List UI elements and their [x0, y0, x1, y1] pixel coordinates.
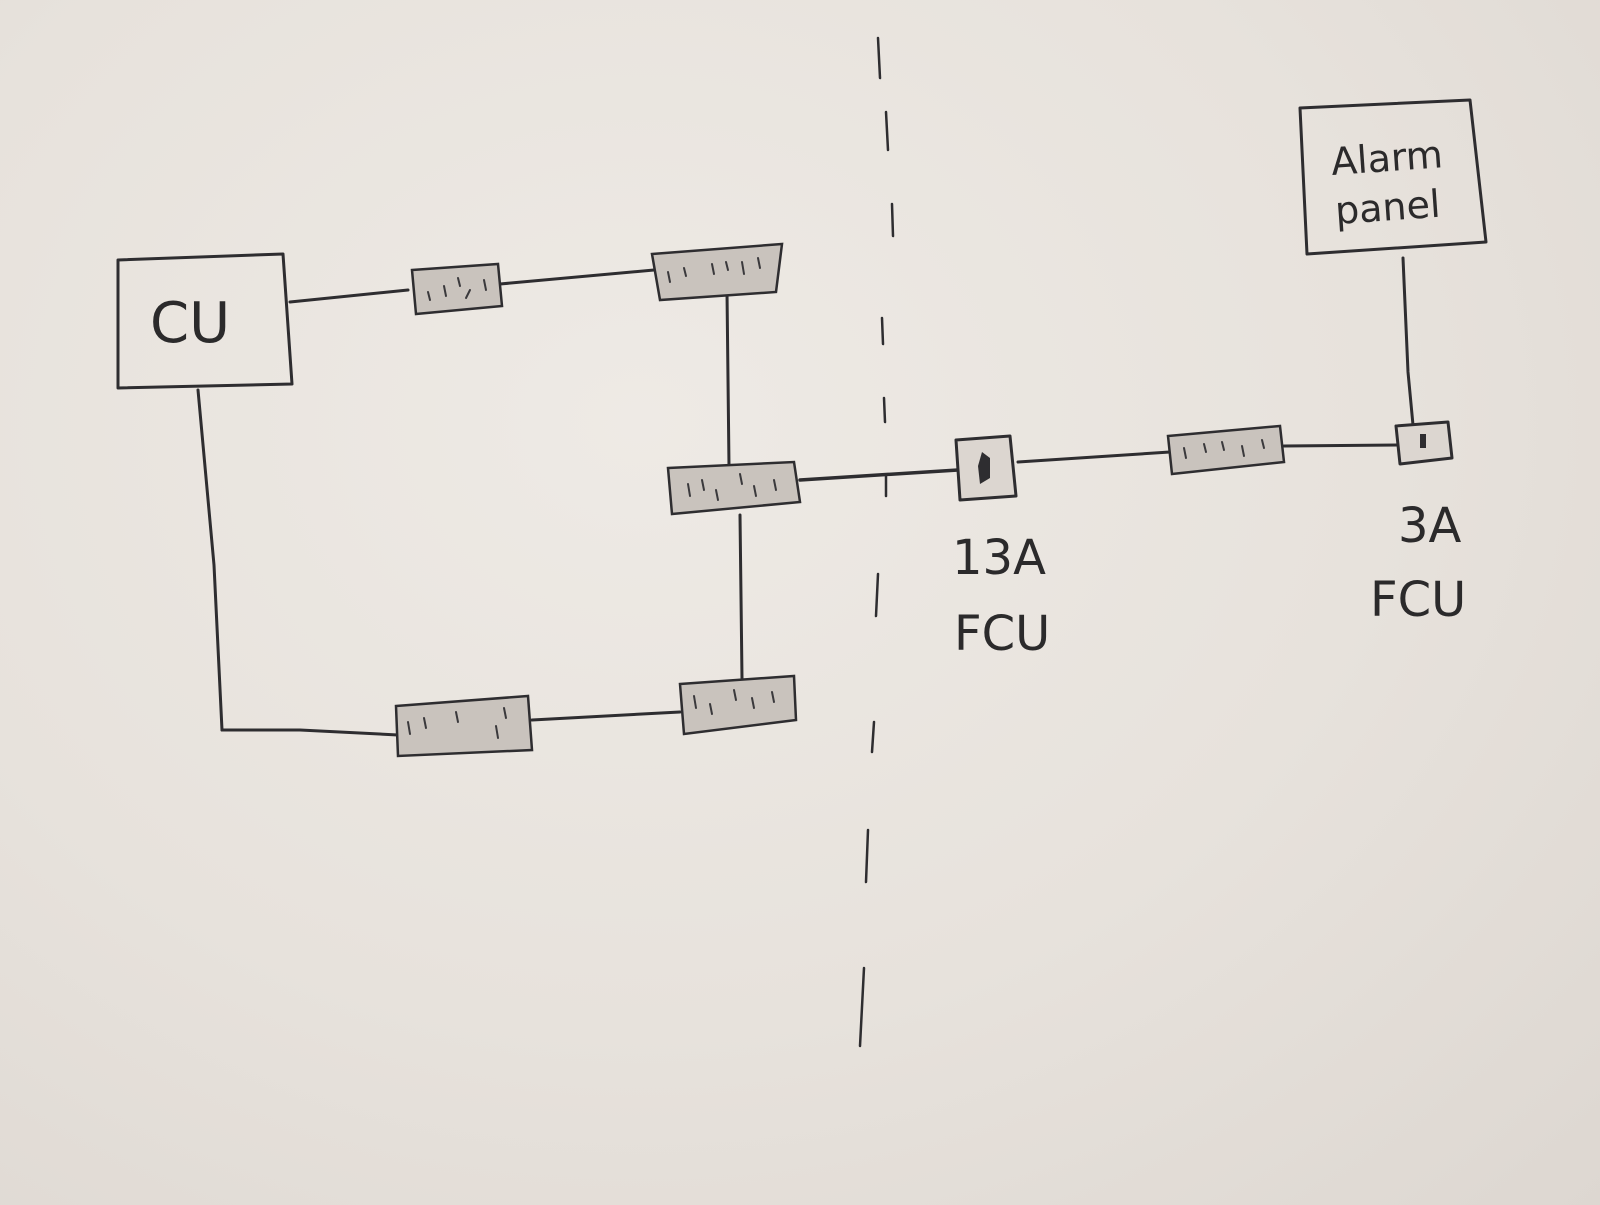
fused-spur-13a: 13A FCU — [952, 434, 1050, 662]
fused-spur-3a-type: FCU — [1370, 572, 1466, 628]
consumer-unit: CU — [116, 252, 294, 390]
socket-outlet-bottom-left — [394, 694, 534, 758]
socket-outlet-bottom-right — [678, 674, 798, 736]
wire-socket-top-left-to-top-right — [498, 268, 656, 286]
socket-outlet-top-right — [650, 242, 784, 302]
socket-outlet-middle — [666, 460, 802, 516]
fused-spur-3a: 3A FCU — [1370, 420, 1466, 628]
wire-socket-middle-to-bottom-right — [738, 513, 744, 680]
ring-circuit-wires — [196, 256, 1415, 737]
alarm-panel: Alarm panel — [1298, 98, 1488, 256]
wire-socket-top-right-to-middle — [725, 290, 731, 468]
alarm-panel-label-line2: panel — [1334, 182, 1442, 233]
wire-13a-fcu-to-socket-right — [1016, 450, 1172, 464]
alarm-panel-box — [1298, 98, 1488, 256]
wire-socket-bottom-left-to-corner — [220, 728, 400, 737]
socket-outlet-top-left — [410, 262, 504, 316]
boundary-dashed-line — [858, 36, 895, 1048]
socket-outlet-right — [1166, 424, 1286, 476]
fused-spur-3a-rating: 3A — [1398, 498, 1462, 554]
wire-socket-middle-to-13a-fcu — [798, 468, 960, 482]
consumer-unit-box — [116, 252, 294, 390]
fused-spur-13a-type: FCU — [954, 606, 1050, 662]
alarm-panel-label-line1: Alarm — [1330, 132, 1445, 184]
wire-cu-to-socket-top-left — [288, 288, 410, 304]
consumer-unit-label: CU — [150, 291, 230, 356]
wire-socket-right-to-3a-fcu — [1282, 443, 1400, 448]
wire-corner-to-cu — [196, 388, 224, 732]
fused-spur-13a-rating: 13A — [952, 530, 1046, 586]
wire-3a-fcu-to-alarm-panel — [1401, 256, 1415, 427]
wire-socket-bottom-right-to-bottom-left — [530, 710, 682, 722]
